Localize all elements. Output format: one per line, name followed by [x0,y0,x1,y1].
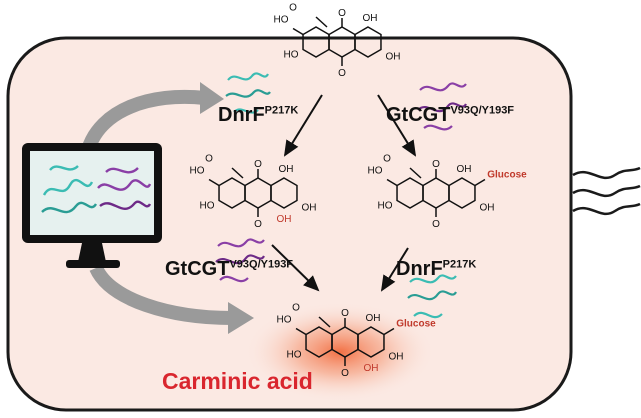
protein-structure-icon [225,72,271,114]
reaction-arrows [271,94,417,292]
atom-label: O [432,219,440,230]
bond [409,167,422,179]
atom-label: OH [362,13,377,24]
bond [295,327,307,336]
computer-arrow-bottom-head [228,302,254,334]
atom-label: OH [363,363,378,374]
ring [270,177,298,209]
atom-label: O [383,154,391,165]
atom-label: O [341,308,349,319]
protein-structure-icon [407,274,457,319]
atom-label: HO [284,50,299,61]
atom-label: HO [277,315,292,326]
atom-label: O [341,368,349,379]
enzyme-label-gtcgt-bottom: GtCGTV93Q/Y193F [165,258,294,280]
flagella [572,166,641,216]
atom-label: O [338,8,346,19]
atom-label: OH [479,203,494,214]
computer-arrow-bottom [89,264,233,325]
atom-label: O [205,154,213,165]
enzyme-label-dnrf-top: DnrFP217K [218,104,299,126]
computer-arrow-top-head [200,82,224,114]
atom-label: OH [276,214,291,225]
bond [292,27,304,36]
atom-label: OH [278,164,293,175]
bond [318,316,331,328]
atom-label: HO [378,201,393,212]
atom-label: HO [368,166,383,177]
bond [383,327,395,336]
protein-structure-icon [215,238,265,283]
atom-label: OH [385,52,400,63]
computer-arrow-top [81,89,206,153]
atom-label: Glucose [487,170,527,181]
computer-monitor-icon [22,143,162,268]
atom-label: O [254,159,262,170]
ring [354,26,382,58]
atom-label: OH [388,352,403,363]
atom-label: O [338,68,346,79]
bond [474,178,486,187]
atom-label: Glucose [396,319,436,330]
atom-label: O [254,219,262,230]
atom-label: HO [274,15,289,26]
atom-label: OH [301,203,316,214]
atom-label: HO [200,201,215,212]
atom-label: O [289,3,297,14]
protein-structure-icon [417,82,467,131]
bond [231,167,244,179]
enzyme-label-dnrf-bottom: DnrFP217K [396,258,477,280]
atom-label: OH [456,164,471,175]
bond [386,178,398,187]
atom-label: HO [287,350,302,361]
protein-structure-icon [41,165,152,214]
bond [315,16,328,28]
atom-label: OH [365,313,380,324]
atom-label: O [432,159,440,170]
product-label: Carminic acid [162,368,313,394]
bond [208,178,220,187]
enzyme-label-gtcgt-top: GtCGTV93Q/Y193F [386,104,515,126]
atom-label: HO [190,166,205,177]
product-glow [245,302,435,402]
atom-label: O [292,303,300,314]
